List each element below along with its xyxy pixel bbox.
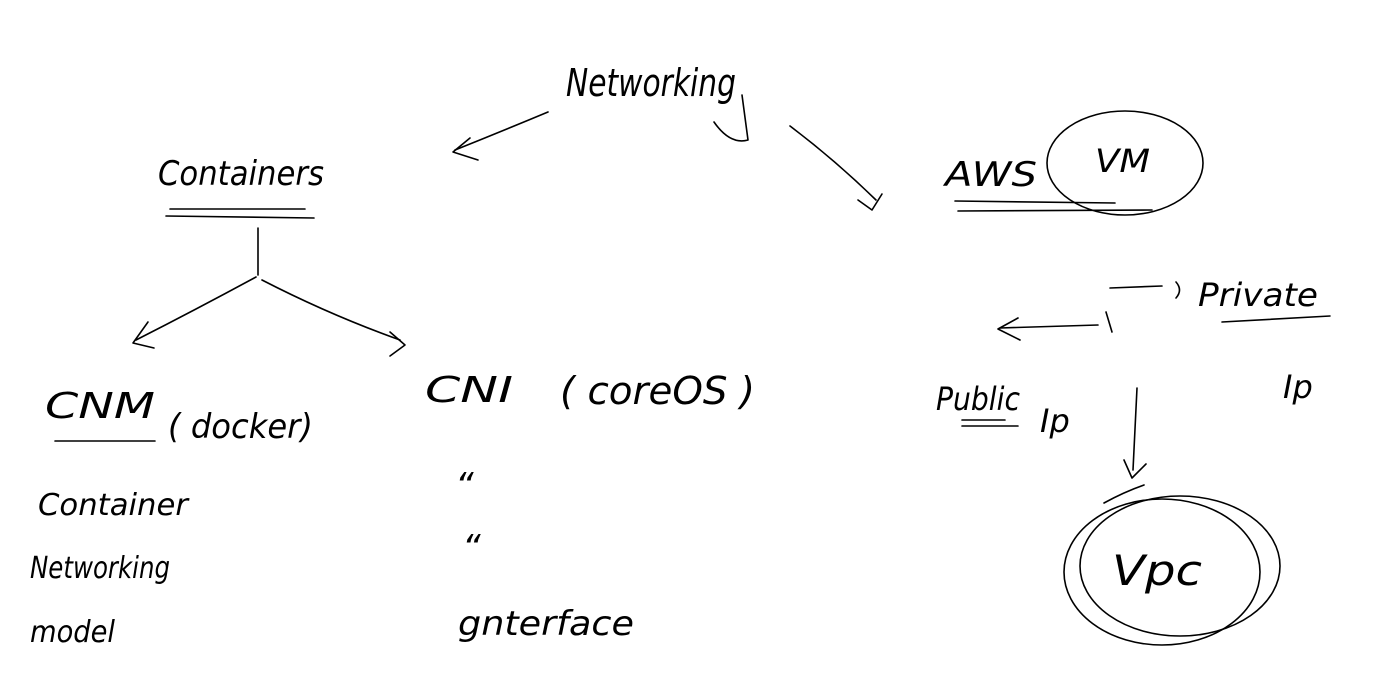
- cnm-text-line3: model: [30, 615, 116, 650]
- private-label: Private: [1198, 276, 1318, 314]
- split-mark: [1105, 311, 1113, 333]
- cnm-text-line2: Networking: [30, 551, 170, 586]
- cnm-docker-note: ( docker): [168, 407, 313, 447]
- aws-title: AWS: [943, 155, 1037, 195]
- aws-underline-1: [954, 200, 1116, 204]
- vpc-circle-inner: [1079, 495, 1281, 637]
- cni-ditto-2: “: [462, 528, 481, 569]
- networking-hook-stroke: [713, 94, 749, 142]
- arrow-to-vpc: [1123, 387, 1147, 479]
- containers-underline-2: [165, 215, 315, 219]
- vpc-label: Vpc: [1112, 546, 1202, 595]
- cnm-label: CNM: [45, 386, 155, 427]
- cni-label: CNI: [425, 370, 513, 411]
- vm-circle: [1046, 110, 1204, 216]
- split-tick: [1175, 281, 1181, 299]
- cni-text-line3: gnterface: [458, 604, 634, 644]
- arrow-to-aws: [789, 125, 883, 211]
- vm-label: VM: [1095, 142, 1150, 180]
- arrow-to-public: [997, 317, 1099, 341]
- cni-coreos-note: ( coreOS ): [560, 369, 755, 413]
- arrow-to-cnm: [132, 276, 257, 349]
- vpc-lead-stroke: [1103, 484, 1145, 504]
- split-bar: [1109, 285, 1163, 289]
- vpc-circle-outer: [1063, 498, 1261, 646]
- containers-title: Containers: [158, 154, 324, 194]
- arrow-to-containers: [452, 111, 549, 161]
- public-label: Public: [936, 380, 1020, 418]
- private-ip-label: Ip: [1283, 368, 1313, 406]
- arrow-to-cni: [261, 279, 406, 357]
- aws-underline-2: [957, 209, 1153, 212]
- private-underline: [1221, 315, 1331, 323]
- public-ip-label: Ip: [1040, 402, 1070, 440]
- cni-ditto-1: “: [455, 466, 474, 507]
- cnm-text-line1: Container: [38, 488, 190, 523]
- root-title: Networking: [566, 61, 736, 105]
